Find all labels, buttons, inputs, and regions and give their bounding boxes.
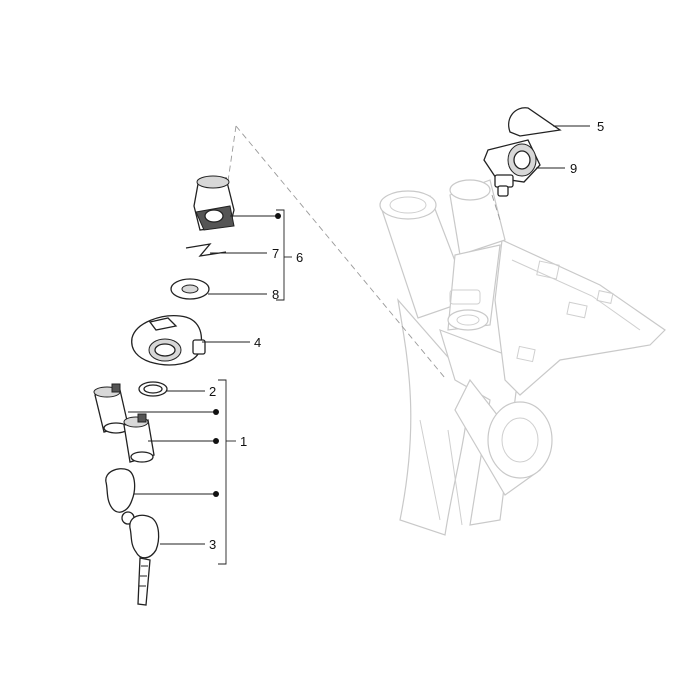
part-spring-clip-5 (508, 107, 562, 137)
frame-assembly-ghost (379, 179, 666, 536)
leader-lines (128, 125, 590, 565)
part-lock-cylinder-6 (193, 175, 235, 231)
callout-9: 9 (570, 161, 577, 176)
callout-8: 8 (272, 287, 279, 302)
part-washer-8 (170, 278, 210, 300)
callout-1: 1 (240, 434, 247, 449)
callout-7: 7 (272, 246, 279, 261)
dot-1b (213, 438, 219, 444)
callout-2: 2 (209, 384, 216, 399)
callout-4: 4 (254, 335, 261, 350)
callout-labels: 5 9 7 6 8 4 2 1 3 (209, 119, 604, 552)
callout-6: 6 (296, 250, 303, 265)
alignment-lines (225, 125, 501, 379)
part-housing-4 (131, 315, 206, 366)
part-lock-set-1 (93, 383, 155, 525)
dot-1a (213, 409, 219, 415)
part-key-3 (129, 514, 160, 606)
part-oring-2 (138, 381, 168, 397)
callout-5: 5 (597, 119, 604, 134)
part-spring-pin-7 (185, 243, 227, 257)
reference-dots (213, 213, 281, 497)
part-lock-body-9 (483, 139, 541, 197)
callout-3: 3 (209, 537, 216, 552)
dot-1c (213, 491, 219, 497)
dot-6a (275, 213, 281, 219)
